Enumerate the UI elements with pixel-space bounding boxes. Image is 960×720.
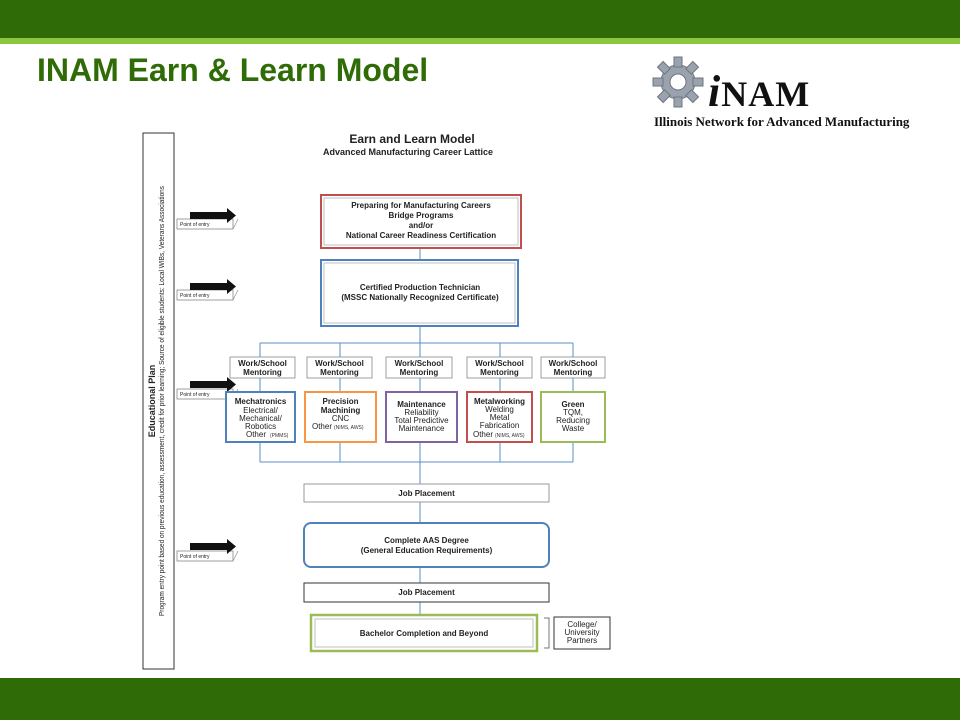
bottom-banner	[0, 678, 960, 720]
svg-text:Other: Other	[312, 422, 332, 431]
track-maintenance: Maintenance Reliability Total Predictive…	[385, 391, 458, 443]
svg-text:Certified Production Technicia: Certified Production Technician	[360, 283, 480, 292]
diagram-subtitle: Advanced Manufacturing Career Lattice	[323, 147, 493, 157]
svg-text:Other: Other	[246, 430, 266, 439]
svg-text:Waste: Waste	[562, 424, 585, 433]
svg-text:(NIMS, AWS): (NIMS, AWS)	[334, 425, 364, 431]
svg-text:Job Placement: Job Placement	[398, 588, 455, 597]
mentoring-box: Work/School Mentoring	[466, 356, 533, 379]
svg-text:Work/School: Work/School	[238, 359, 287, 368]
svg-text:Work/School: Work/School	[475, 359, 524, 368]
svg-text:Mentoring: Mentoring	[480, 368, 519, 377]
top-banner-accent	[0, 38, 960, 44]
educational-plan-description: Program entry point based on previous ed…	[159, 186, 166, 616]
svg-text:Mentoring: Mentoring	[400, 368, 439, 377]
job-placement-box-2: Job Placement	[303, 582, 550, 603]
entry-point-1: Point of entry	[176, 208, 239, 230]
svg-text:TQM,: TQM,	[563, 408, 583, 417]
mentoring-box: Work/School Mentoring	[385, 356, 453, 379]
svg-text:Work/School: Work/School	[549, 359, 598, 368]
svg-text:Mentoring: Mentoring	[243, 368, 282, 377]
svg-text:Electrical/: Electrical/	[243, 406, 278, 415]
svg-text:Bridge Programs: Bridge Programs	[389, 211, 454, 220]
partners-box: College/ University Partners	[553, 616, 611, 650]
mentoring-box: Work/School Mentoring	[306, 356, 373, 379]
svg-text:Reducing: Reducing	[556, 416, 590, 425]
svg-text:(NIMS, AWS): (NIMS, AWS)	[495, 433, 525, 439]
job-placement-box-1: Job Placement	[303, 483, 550, 503]
educational-plan-title: Educational Plan	[147, 365, 157, 438]
track-green: Green TQM, Reducing Waste	[540, 391, 606, 443]
svg-text:Work/School: Work/School	[315, 359, 364, 368]
prep-box: Preparing for Manufacturing Careers Brid…	[320, 194, 522, 249]
svg-text:Reliability: Reliability	[404, 408, 438, 417]
track-metalworking: Metalworking Welding Metal Fabrication O…	[466, 391, 533, 443]
svg-text:Other: Other	[473, 430, 493, 439]
svg-text:Machining: Machining	[321, 406, 361, 415]
svg-text:Green: Green	[561, 400, 584, 409]
track-precision-machining: Precision Machining CNC Other (NIMS, AWS…	[304, 391, 377, 443]
gear-icon	[652, 56, 704, 108]
bracket	[544, 617, 550, 649]
top-banner	[0, 0, 960, 38]
svg-text:Mentoring: Mentoring	[320, 368, 359, 377]
diagram-title: Earn and Learn Model	[349, 132, 474, 146]
svg-text:Partners: Partners	[567, 636, 597, 645]
certified-production-technician-box: Certified Production Technician (MSSC Na…	[320, 259, 519, 327]
svg-text:Mechatronics: Mechatronics	[235, 397, 287, 406]
svg-text:Job Placement: Job Placement	[398, 489, 455, 498]
svg-text:and/or: and/or	[409, 221, 433, 230]
svg-text:CNC: CNC	[332, 414, 350, 423]
svg-text:Welding: Welding	[485, 405, 514, 414]
inam-logo: iNAM Illinois Network for Advanced Manuf…	[648, 54, 938, 134]
svg-text:Work/School: Work/School	[395, 359, 444, 368]
svg-text:University: University	[564, 628, 599, 637]
logo-wordmark: iNAM	[708, 67, 811, 116]
bachelor-box: Bachelor Completion and Beyond	[309, 613, 539, 653]
svg-text:Preparing for Manufacturing Ca: Preparing for Manufacturing Careers	[351, 201, 491, 210]
svg-text:Robotics: Robotics	[245, 422, 276, 431]
svg-text:Metal: Metal	[490, 413, 510, 422]
entry-point-4: Point of entry	[176, 539, 239, 562]
svg-text:National Career Readiness Cert: National Career Readiness Certification	[346, 231, 496, 240]
track-mechatronics: Mechatronics Electrical/ Mechanical/ Rob…	[225, 391, 296, 443]
svg-text:(MSSC Nationally Recognized Ce: (MSSC Nationally Recognized Certificate)	[341, 293, 499, 302]
entry-point-2: Point of entry	[176, 279, 239, 301]
svg-text:Bachelor Completion and Beyond: Bachelor Completion and Beyond	[360, 629, 489, 638]
svg-text:Mechanical/: Mechanical/	[239, 414, 282, 423]
aas-degree-box: Complete AAS Degree (General Education R…	[303, 522, 550, 568]
entry-point-label: Point of entry	[180, 293, 210, 299]
logo-tagline: Illinois Network for Advanced Manufactur…	[654, 114, 910, 129]
svg-text:Precision: Precision	[322, 397, 358, 406]
entry-point-label: Point of entry	[180, 554, 210, 560]
mentoring-box: Work/School Mentoring	[229, 356, 296, 379]
svg-text:Fabrication: Fabrication	[480, 421, 520, 430]
educational-plan-panel	[142, 132, 175, 670]
svg-text:Mentoring: Mentoring	[554, 368, 593, 377]
svg-text:Total Predictive: Total Predictive	[394, 416, 449, 425]
entry-point-label: Point of entry	[180, 222, 210, 228]
entry-point-label: Point of entry	[180, 392, 210, 398]
connector-lines	[259, 248, 574, 615]
svg-text:College/: College/	[567, 620, 597, 629]
svg-text:Metalworking: Metalworking	[474, 397, 525, 406]
svg-text:Complete AAS Degree: Complete AAS Degree	[384, 536, 469, 545]
mentoring-box: Work/School Mentoring	[540, 356, 606, 379]
svg-text:Maintenance: Maintenance	[397, 400, 446, 409]
slide-title: INAM Earn & Learn Model	[37, 52, 429, 88]
svg-text:(General Education Requirement: (General Education Requirements)	[361, 546, 493, 555]
svg-text:(PMMS): (PMMS)	[270, 433, 289, 439]
svg-text:Maintenance: Maintenance	[399, 424, 445, 433]
